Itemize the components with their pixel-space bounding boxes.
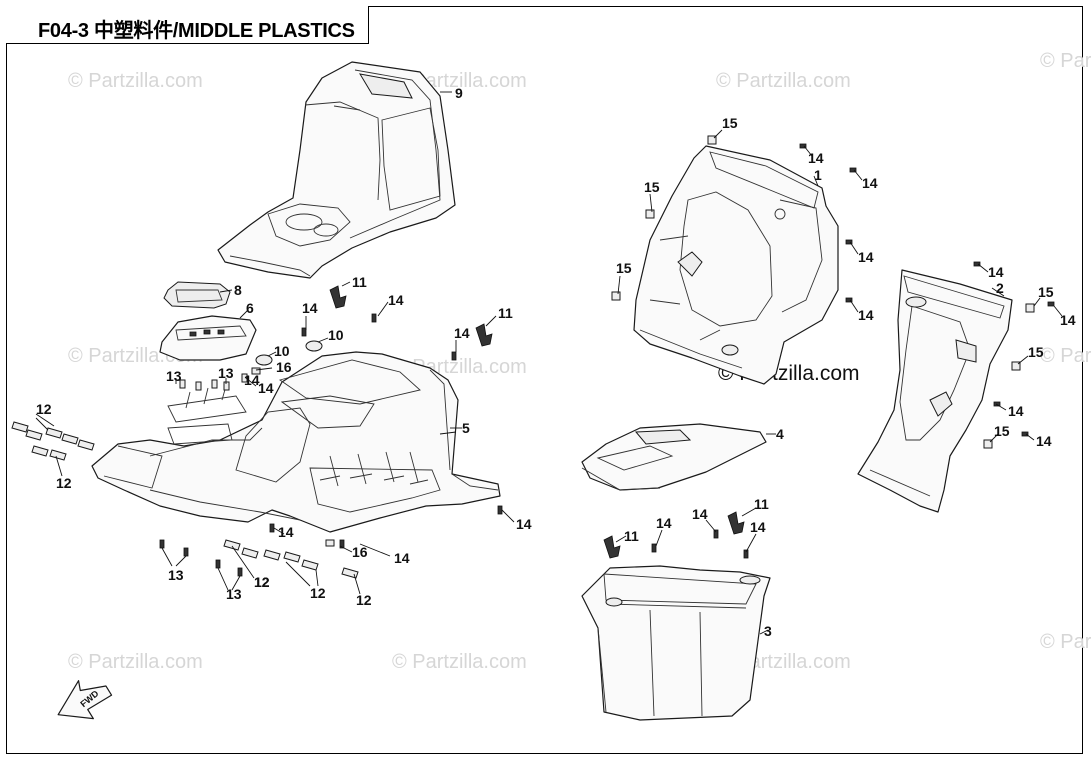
- diagram-frame: [6, 6, 1083, 754]
- callout-14: 14: [1008, 403, 1024, 419]
- part-5-floor-console: [91, 351, 501, 533]
- part-1-side-panel: [633, 145, 839, 385]
- watermark: © Partzilla.com: [1040, 631, 1091, 653]
- fwd-arrow: FWD: [57, 680, 113, 720]
- callout-3: 3: [764, 623, 772, 639]
- callout-9: 9: [455, 85, 463, 101]
- callout-10: 10: [328, 327, 344, 343]
- callout-12: 12: [254, 574, 270, 590]
- hardware-fasteners: [11, 135, 1055, 579]
- callout-14: 14: [278, 524, 294, 540]
- callout-14: 14: [988, 264, 1004, 280]
- callout-13: 13: [226, 586, 242, 602]
- callout-12: 12: [36, 401, 52, 417]
- callout-14: 14: [394, 550, 410, 566]
- callout-15: 15: [1028, 344, 1044, 360]
- callout-labels: 9 8 6 10 10 11 14 14 14 11 13 13 14 16 1…: [36, 85, 1076, 639]
- callout-14: 14: [1036, 433, 1052, 449]
- leader-lines: [35, 91, 1063, 635]
- watermark: © Partzilla.com: [1040, 50, 1091, 72]
- page-title: F04-3 中塑料件/MIDDLE PLASTICS: [38, 20, 355, 42]
- callout-15: 15: [1038, 284, 1054, 300]
- watermark: © Partzilla.com: [68, 651, 203, 673]
- callout-10: 10: [274, 343, 290, 359]
- part-8-panel: [163, 281, 231, 309]
- title-box: F04-3 中塑料件/MIDDLE PLASTICS: [6, 6, 369, 44]
- callout-14: 14: [692, 506, 708, 522]
- callout-14: 14: [808, 150, 824, 166]
- callout-11: 11: [624, 528, 639, 544]
- callout-6: 6: [246, 300, 254, 316]
- callout-5: 5: [462, 420, 470, 436]
- part-9-console-cover: [217, 61, 456, 279]
- callout-16: 16: [276, 359, 292, 375]
- callout-12: 12: [356, 592, 372, 608]
- watermark: © Partzilla.com: [68, 70, 203, 92]
- watermark: © Partzilla.com: [392, 651, 527, 673]
- callout-16: 16: [352, 544, 368, 560]
- callout-15: 15: [616, 260, 632, 276]
- callout-4: 4: [776, 426, 784, 442]
- part-3-storage-bin: [581, 565, 771, 721]
- callout-8: 8: [234, 282, 242, 298]
- callout-11: 11: [498, 305, 513, 321]
- callout-14: 14: [258, 380, 274, 396]
- callout-14: 14: [1060, 312, 1076, 328]
- callout-15: 15: [644, 179, 660, 195]
- callout-13: 13: [168, 567, 184, 583]
- watermark: © Partzilla.com: [1040, 345, 1091, 367]
- callout-11: 11: [754, 496, 769, 512]
- callout-14: 14: [862, 175, 878, 191]
- callout-14: 14: [454, 325, 470, 341]
- callout-14: 14: [388, 292, 404, 308]
- callout-12: 12: [254, 574, 270, 590]
- part-2-side-panel: [857, 269, 1013, 513]
- callout-14: 14: [656, 515, 672, 531]
- callout-15: 15: [994, 423, 1010, 439]
- callout-1: 1: [814, 167, 822, 183]
- part-4-tray: [581, 423, 767, 491]
- part-10-grommets: [255, 340, 323, 366]
- callout-14: 14: [858, 249, 874, 265]
- callout-12: 12: [56, 475, 72, 491]
- callout-2: 2: [996, 280, 1004, 296]
- callout-14: 14: [750, 519, 766, 535]
- callout-13: 13: [218, 365, 234, 381]
- callout-12: 12: [310, 585, 326, 601]
- watermark: © Partzilla.com: [716, 70, 851, 92]
- callout-14: 14: [244, 372, 260, 388]
- part-6-switch-panel: [159, 315, 257, 361]
- callout-11: 11: [352, 274, 367, 290]
- callout-13: 13: [166, 368, 182, 384]
- callout-14: 14: [302, 300, 318, 316]
- callout-14: 14: [858, 307, 874, 323]
- callout-14: 14: [516, 516, 532, 532]
- callout-15: 15: [722, 115, 738, 131]
